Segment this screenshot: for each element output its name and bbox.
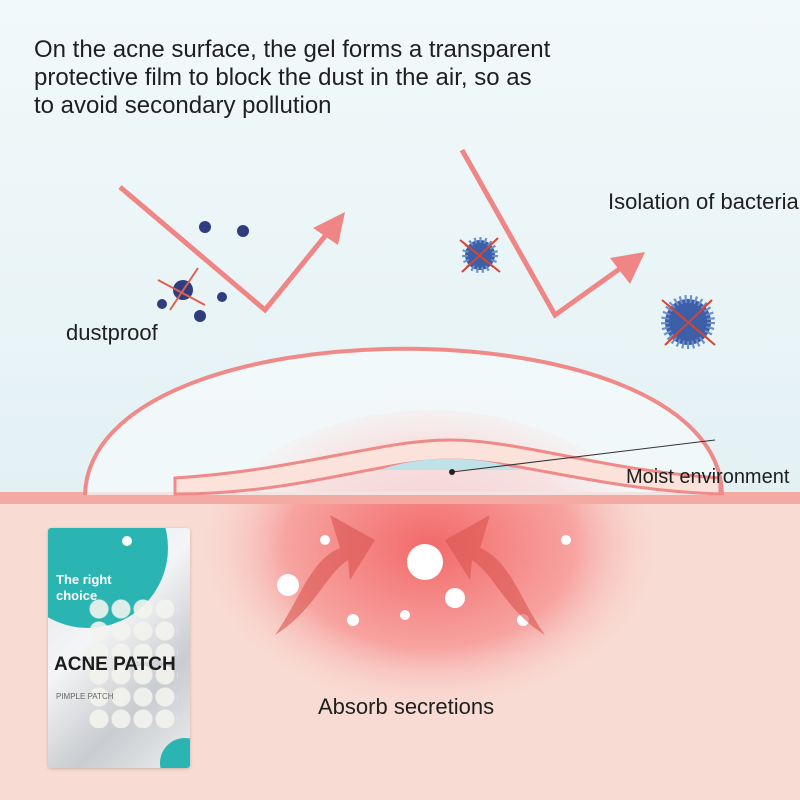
package-name: ACNE PATCH <box>54 654 176 675</box>
deflect-arrow-left <box>118 185 345 314</box>
patch-dots <box>88 598 178 728</box>
moist-layer <box>380 458 520 470</box>
package-teal-corner <box>160 738 190 768</box>
absorb-arrow-right <box>445 515 545 635</box>
bacteria-icon-1 <box>459 237 501 273</box>
dustproof-label: dustproof <box>66 320 158 345</box>
moist-pointer <box>451 439 716 473</box>
headline-text: On the acne surface, the gel forms a tra… <box>34 36 551 119</box>
isolation-label: Isolation of bacteria <box>608 189 799 214</box>
deflect-arrow-right <box>459 148 645 319</box>
secretion-bubbles <box>277 535 571 626</box>
hang-hole <box>122 536 132 546</box>
package-subtitle: PIMPLE PATCH <box>56 692 114 701</box>
package-slogan: The right choice <box>56 572 112 603</box>
absorb-label: Absorb secretions <box>318 694 495 719</box>
absorb-arrow-left <box>275 515 375 635</box>
patch-layer <box>173 438 722 496</box>
product-package: The right choice ACNE PATCH PIMPLE PATCH <box>48 528 190 768</box>
bacteria-icon-2 <box>661 295 716 349</box>
moist-label: Moist environment <box>626 466 790 488</box>
dust-blocked-cross <box>157 267 206 311</box>
